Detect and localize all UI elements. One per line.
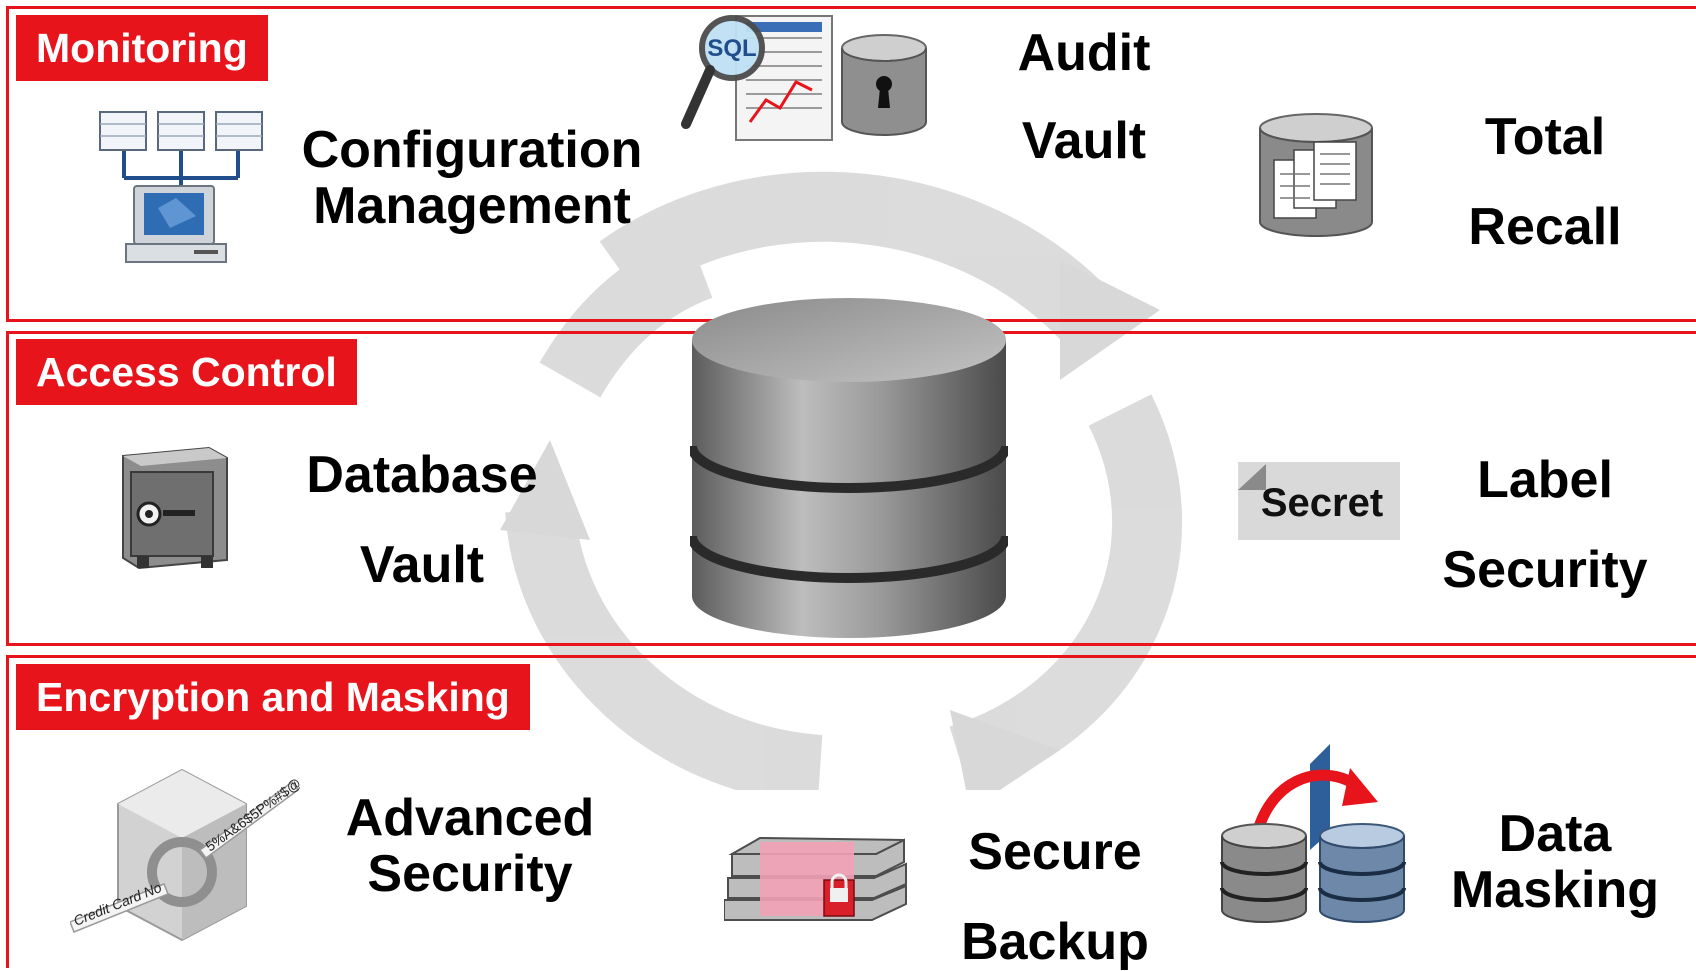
watermark-swirl-icon — [500, 171, 1183, 790]
dbvault-line1: Database — [306, 446, 538, 504]
database-copy-mask-icon — [1220, 744, 1406, 923]
backup-line2: Backup — [961, 913, 1149, 971]
advanced-security-label: Advanced Security — [330, 790, 610, 902]
total-recall-label: Total Recall — [1445, 109, 1645, 255]
label-security-label: Label Security — [1420, 452, 1670, 598]
audit-line1: Audit — [1017, 24, 1151, 82]
label-line1: Label — [1477, 451, 1613, 509]
locked-tape-backup-icon — [724, 836, 907, 921]
recall-line1: Total — [1484, 108, 1606, 166]
audit-line2: Vault — [1021, 112, 1147, 170]
monitoring-tag: Monitoring — [16, 15, 268, 81]
label-line2: Security — [1442, 541, 1648, 599]
secret-label-icon: Secret — [1238, 462, 1400, 540]
data-masking-label: Data Masking — [1440, 806, 1670, 918]
encryption-masking-tag: Encryption and Masking — [16, 664, 530, 730]
masking-line2: Masking — [1450, 861, 1660, 919]
config-line2: Management — [313, 177, 631, 235]
masking-line1: Data — [1498, 805, 1612, 863]
database-vault-label: Database Vault — [302, 447, 542, 593]
secure-backup-label: Secure Backup — [950, 824, 1160, 970]
safe-icon — [122, 446, 228, 570]
audit-vault-label: Audit Vault — [984, 25, 1184, 169]
encryption-cube-icon: Credit Card No 5%A&6$5P%#$@ — [70, 768, 300, 942]
configuration-management-label: Configuration Management — [292, 122, 652, 234]
network-computer-icon — [99, 111, 263, 263]
encryption-masking-section — [6, 655, 1696, 968]
recall-line2: Recall — [1468, 198, 1622, 256]
backup-line1: Secure — [968, 823, 1142, 881]
document-database-icon — [1259, 113, 1373, 237]
advanced-line2: Security — [367, 845, 573, 903]
database-icon — [690, 298, 1008, 638]
dbvault-line2: Vault — [359, 536, 485, 594]
advanced-line1: Advanced — [345, 789, 595, 847]
secret-sticker-text: Secret — [1261, 481, 1383, 525]
sql-report-vault-icon: SQL — [681, 15, 927, 141]
config-line1: Configuration — [301, 121, 643, 179]
access-control-tag: Access Control — [16, 339, 357, 405]
svg-text:SQL: SQL — [707, 35, 756, 62]
